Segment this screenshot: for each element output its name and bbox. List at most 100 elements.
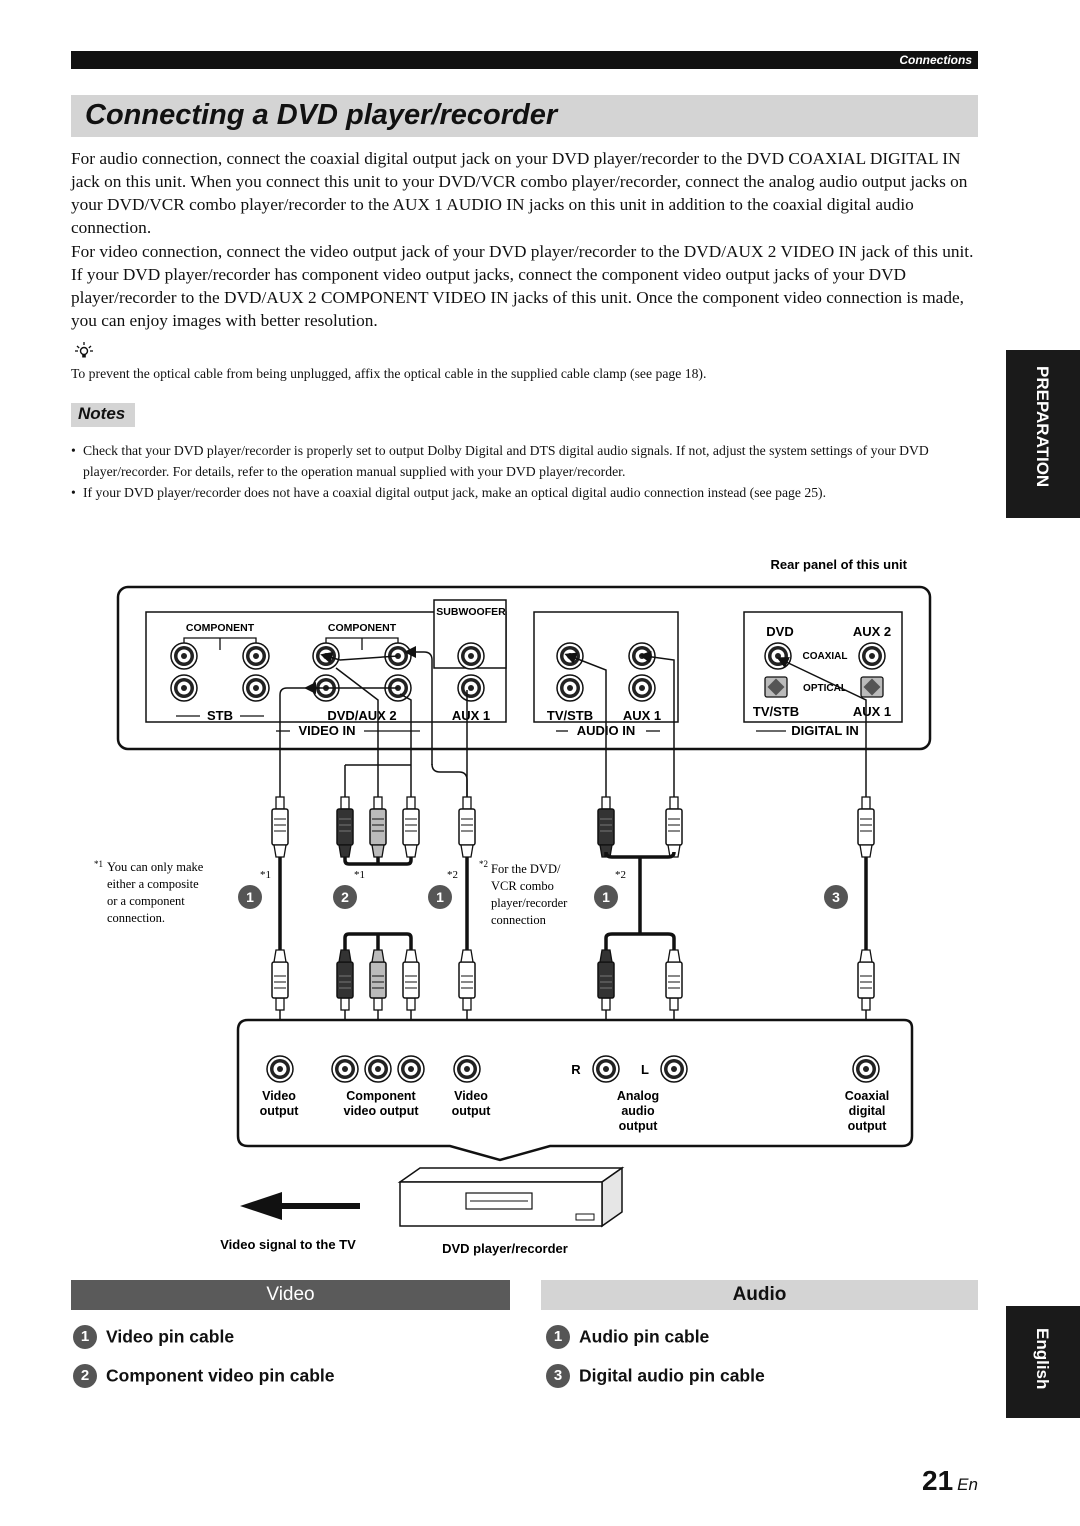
item-label: Audio pin cable	[579, 1326, 710, 1347]
page-language: En	[957, 1475, 978, 1494]
stb-label: STB	[207, 708, 233, 723]
item-label: Video pin cable	[106, 1326, 235, 1347]
item-label: Digital audio pin cable	[579, 1365, 765, 1386]
footnote2-line: For the DVD/	[491, 862, 561, 876]
item-number: 1	[546, 1325, 570, 1349]
jack-aux1-audio-l	[628, 642, 656, 670]
output-label: Component	[346, 1089, 416, 1103]
output-label: digital	[849, 1104, 886, 1118]
dvd-player-illustration	[397, 1166, 625, 1228]
output-label: audio	[621, 1104, 655, 1118]
plug-component-pr-top	[402, 796, 420, 858]
rear-panel-label: Rear panel of this unit	[770, 557, 907, 572]
page-number-value: 21	[922, 1465, 954, 1496]
plug-coaxial-top	[857, 796, 875, 858]
cable-number: 1	[602, 889, 610, 905]
footnote2-line: connection	[491, 913, 547, 927]
side-tab-english-label: English	[1033, 1328, 1052, 1390]
title-bar: Connecting a DVD player/recorder	[71, 95, 978, 137]
plug-audio-r-top	[597, 796, 615, 858]
output-label: output	[848, 1119, 888, 1133]
aux2-label: AUX 2	[853, 624, 891, 639]
star-mark: *1	[354, 869, 365, 881]
dvd-jack-component-pb	[364, 1055, 392, 1083]
aux1-audio-label: AUX 1	[623, 708, 661, 723]
item-number: 3	[546, 1364, 570, 1388]
audio-section-bar: Audio	[541, 1280, 978, 1310]
jack-stb-video	[242, 674, 270, 702]
aux1-video-label: AUX 1	[452, 708, 490, 723]
footnote2-mark: *2	[479, 859, 488, 869]
jack-tvstb-audio-r	[556, 674, 584, 702]
body-paragraph-video: For video connection, connect the video …	[71, 242, 974, 330]
plug-video2-top	[458, 796, 476, 858]
output-label: Analog	[617, 1089, 659, 1103]
star-mark: *2	[615, 869, 626, 881]
output-label: Video	[454, 1089, 488, 1103]
dvd-aux2-label: DVD/AUX 2	[327, 708, 396, 723]
output-label: output	[619, 1119, 659, 1133]
tip-icon	[75, 342, 93, 358]
dvd-jack-coaxial-out	[852, 1055, 880, 1083]
dvd-rear-panel	[236, 1018, 914, 1162]
dvd-jack-audio-l	[660, 1055, 688, 1083]
video-item: 2 Component video pin cable	[73, 1364, 335, 1388]
digital-in-label: DIGITAL IN	[791, 723, 858, 738]
output-label: Coaxial	[845, 1089, 889, 1103]
star-mark: *1	[260, 869, 271, 881]
tvstb-digital-label: TV/STB	[753, 704, 799, 719]
video-signal-label: Video signal to the TV	[220, 1237, 356, 1252]
cable-number: 1	[246, 889, 254, 905]
dvd-jack-component-pr	[397, 1055, 425, 1083]
footnote1-mark: *1	[94, 859, 103, 869]
video-section-title: Video	[266, 1284, 315, 1305]
side-tab-english: English	[1006, 1306, 1080, 1418]
output-label: video output	[344, 1104, 420, 1118]
item-number: 2	[73, 1364, 97, 1388]
jack-stb-y	[170, 642, 198, 670]
plug-component-pb-top	[369, 796, 387, 858]
notes-badge: Notes	[71, 403, 135, 427]
side-tab-preparation: PREPARATION	[1006, 350, 1080, 518]
plug-audio-l-top	[665, 796, 683, 858]
cable-number: 3	[832, 889, 840, 905]
item-label: Component video pin cable	[106, 1365, 335, 1386]
audio-section-title: Audio	[732, 1284, 787, 1305]
jack-aux1-video	[457, 674, 485, 702]
footnote1-line: You can only make	[107, 860, 204, 874]
aux1-digital-label: AUX 1	[853, 704, 891, 719]
tip-text: To prevent the optical cable from being …	[71, 366, 707, 381]
body-paragraph-audio: For audio connection, connect the coaxia…	[71, 149, 968, 237]
footnote2-line: VCR combo	[491, 879, 554, 893]
jack-coaxial-aux2	[858, 642, 886, 670]
footnote1-line: either a composite	[107, 877, 199, 891]
audio-item: 3 Digital audio pin cable	[546, 1364, 765, 1388]
dvd-jack-component-y	[331, 1055, 359, 1083]
plug-component-y-top	[336, 796, 354, 858]
component-label-stb: COMPONENT	[186, 622, 255, 634]
jack-coaxial-dvd	[764, 642, 792, 670]
cable-number: 2	[341, 889, 349, 905]
r-label: R	[571, 1062, 581, 1077]
star-mark: *2	[447, 869, 458, 881]
video-section-bar: Video	[71, 1280, 510, 1310]
subwoofer-label: SUBWOOFER	[436, 606, 506, 618]
section-label: Connections	[899, 53, 972, 67]
jack-stb-pr	[170, 674, 198, 702]
coaxial-label: COAXIAL	[803, 651, 848, 662]
connection-diagram: Rear panel of this unit SUBWOOFER COMPON…	[94, 557, 932, 1256]
cable-number: 1	[436, 889, 444, 905]
jack-subwoofer	[457, 642, 485, 670]
jack-aux1-audio-r	[628, 674, 656, 702]
optical-label: OPTICAL	[803, 683, 847, 694]
audio-item: 1 Audio pin cable	[546, 1325, 709, 1349]
note-text: Check that your DVD player/recorder is p…	[83, 443, 929, 479]
video-in-label: VIDEO IN	[298, 723, 355, 738]
dvd-jack-video-out	[266, 1055, 294, 1083]
jack-stb-pb	[242, 642, 270, 670]
output-label: output	[452, 1104, 492, 1118]
dvd-jack-audio-r	[592, 1055, 620, 1083]
dvd-jack-video-out2	[453, 1055, 481, 1083]
